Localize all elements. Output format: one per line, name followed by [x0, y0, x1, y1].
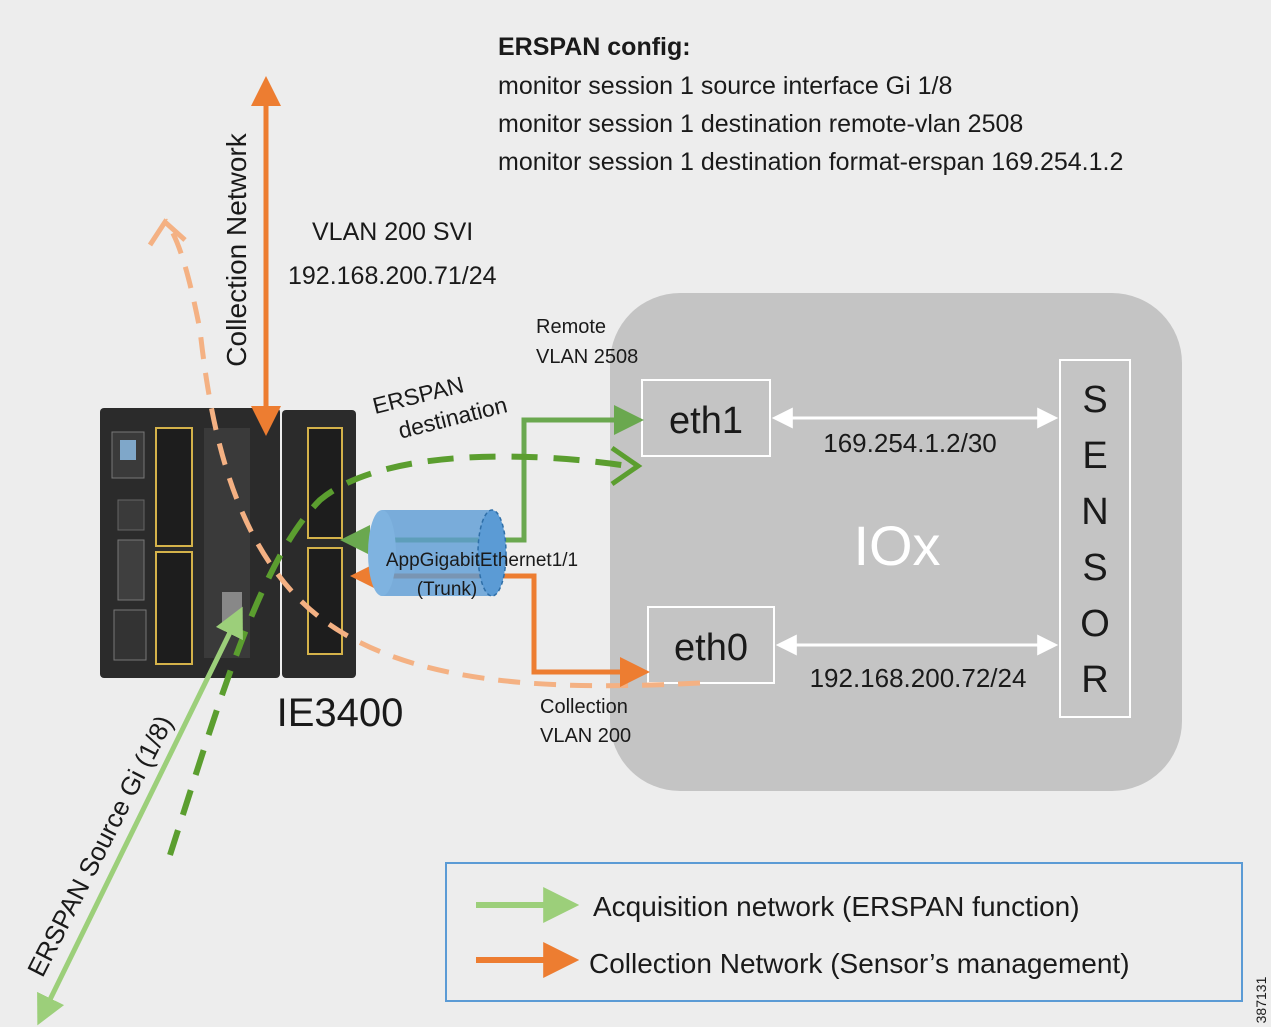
sensor-letter: O	[1080, 603, 1110, 645]
management-path-dashed	[162, 218, 701, 689]
svi-label: VLAN 200 SVI	[312, 218, 473, 246]
sensor-letter: R	[1081, 659, 1108, 701]
collection-network-label: Collection Network	[221, 132, 252, 366]
config-line: monitor session 1 destination remote-vla…	[498, 110, 1023, 138]
config-line: monitor session 1 source interface Gi 1/…	[498, 72, 952, 100]
iox-title: IOx	[853, 514, 940, 577]
trunk-cylinder	[368, 509, 507, 597]
eth0-ip: 192.168.200.72/24	[810, 663, 1027, 693]
svi-ip: 192.168.200.71/24	[288, 262, 497, 290]
erspan-source-arrow	[37, 606, 243, 1026]
sensor-letter: S	[1082, 379, 1107, 421]
management-path-arrowhead	[147, 218, 187, 247]
config-line: monitor session 1 destination format-ers…	[498, 148, 1123, 176]
eth0-label: eth0	[674, 627, 748, 669]
eth1-ip: 169.254.1.2/30	[823, 428, 997, 458]
erspan-destination-arrowhead	[610, 445, 643, 487]
sensor-letter: S	[1082, 547, 1107, 589]
remote-label: Remote	[536, 316, 606, 338]
eth1-box	[641, 379, 771, 457]
app-gig-label: AppGigabitEthernet1/1	[386, 550, 578, 571]
sensor-label: S E N S O R	[1080, 379, 1110, 701]
legend-collection-label: Collection Network (Sensor’s management)	[589, 948, 1130, 979]
eth0-box	[647, 606, 775, 684]
figure-id: 387131	[1253, 976, 1269, 1023]
sensor-letter: N	[1081, 491, 1108, 533]
erspan-source-label: ERSPAN Source Gi (1/8)	[21, 711, 179, 982]
eth1-label: eth1	[669, 400, 743, 442]
sensor-letter: E	[1082, 435, 1107, 477]
legend-acquisition-label: Acquisition network (ERSPAN function)	[593, 891, 1080, 922]
config-title: ERSPAN config:	[498, 33, 691, 61]
legend-box	[445, 862, 1243, 1002]
remote-vlan-label: VLAN 2508	[536, 346, 638, 368]
switch-name: IE3400	[277, 691, 404, 735]
trunk-label: (Trunk)	[417, 579, 478, 600]
collection-vlan-label: VLAN 200	[540, 725, 631, 747]
sensor-box	[1059, 359, 1131, 718]
collection-label: Collection	[540, 696, 628, 718]
